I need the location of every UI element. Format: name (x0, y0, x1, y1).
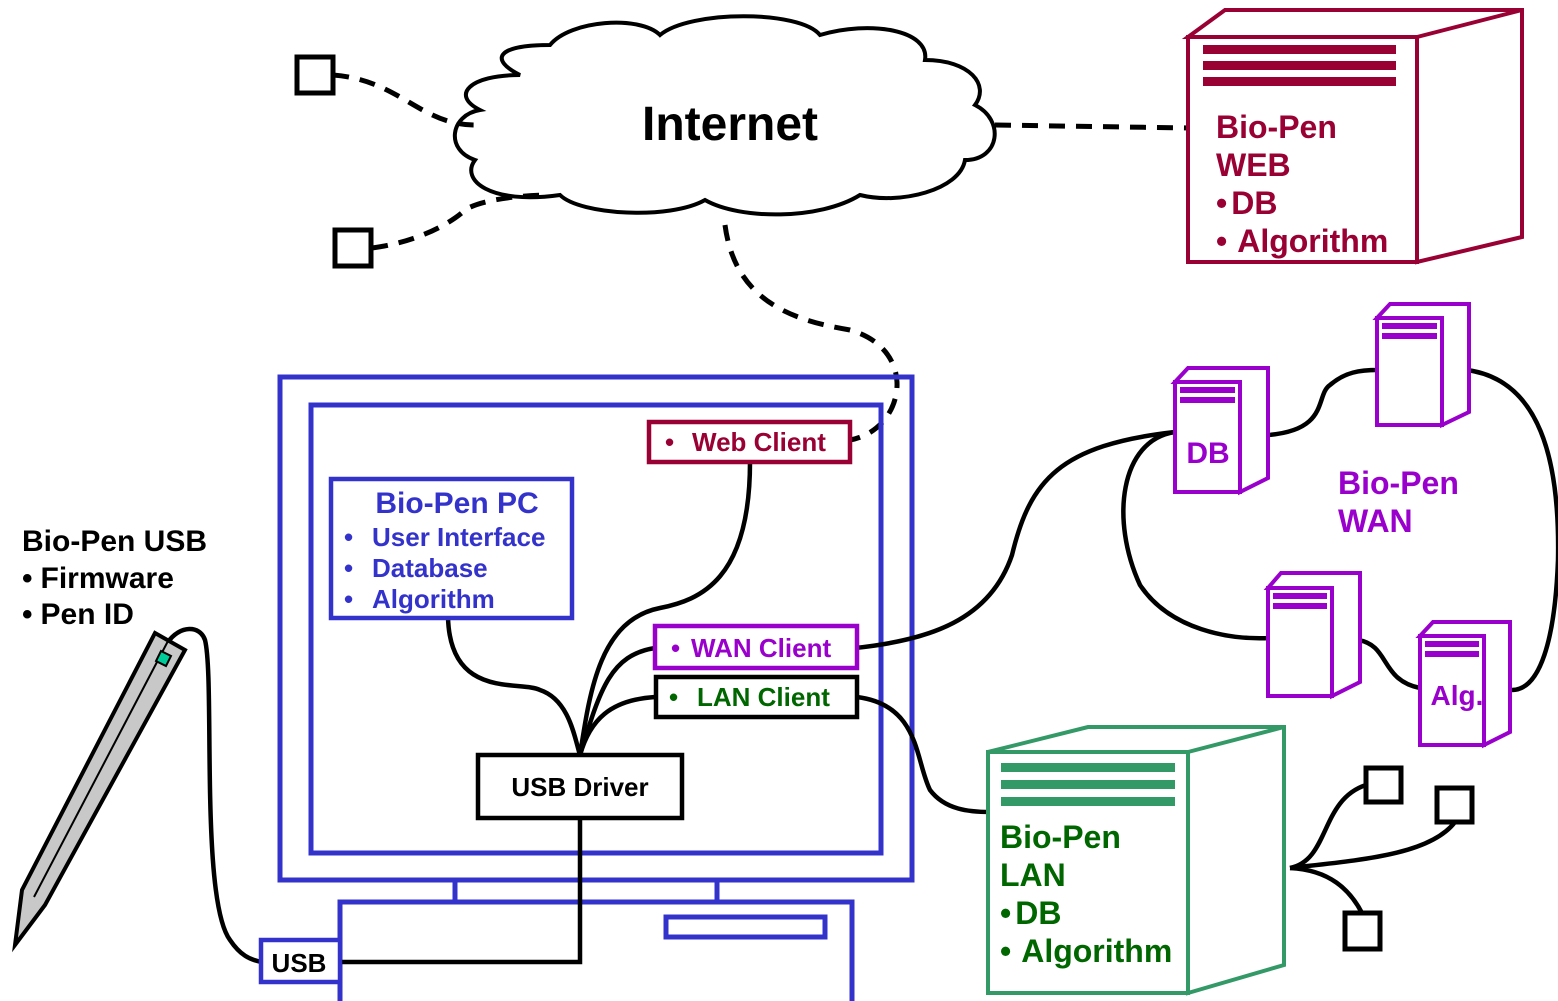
pc-monitor (277, 374, 915, 1001)
usb-device-item: •Firmware (22, 562, 174, 595)
wire-lan-terminal-1 (1289, 782, 1367, 871)
wire-pc-to-driver (445, 616, 583, 756)
lan-server-text: Bio-Pen LAN •DB •Algorithm (1000, 819, 1172, 969)
internet-link-terminal-1 (332, 72, 476, 128)
wan-client-label: •WAN Client (671, 633, 831, 663)
lan-client-label: •LAN Client (669, 682, 830, 712)
wan-text: DB Alg. Bio-Pen WAN (1186, 437, 1483, 711)
usb-device-title: Bio-Pen USB (22, 525, 207, 558)
wan-server-2 (1372, 302, 1471, 429)
web-server (1181, 8, 1524, 265)
wires (166, 367, 1558, 965)
web-server-item: •Algorithm (1216, 223, 1388, 259)
usb-driver-label: USB Driver (511, 772, 648, 802)
pc-app-item: •Algorithm (344, 584, 495, 614)
usb-port-box: USB (258, 937, 343, 985)
pc-app-item: •Database (344, 553, 488, 583)
lan-server-front (986, 750, 1190, 995)
wire-wan-server3-to-alg (1357, 637, 1421, 691)
wire-pen-cable (166, 626, 263, 965)
wan-title: Bio-Pen (1338, 465, 1459, 501)
pc-drive-slot (663, 914, 828, 940)
lan-client-box: •LAN Client (653, 674, 860, 720)
usb-device-item: •Pen ID (22, 598, 134, 631)
internet-link-terminal-2 (371, 192, 551, 251)
terminal-icon (1434, 785, 1475, 825)
lan-server-title: Bio-Pen (1000, 819, 1121, 855)
lan-server-item: •Algorithm (1000, 933, 1172, 969)
pen-icon (12, 630, 188, 953)
web-server-text: Bio-Pen WEB •DB •Algorithm (1216, 109, 1388, 259)
usb-port-label: USB (272, 948, 327, 978)
wan-db-server (1170, 366, 1270, 496)
lan-server (986, 725, 1286, 996)
wire-lan-client-to-lan (856, 694, 991, 815)
pc-app-box (328, 476, 575, 621)
lan-server-item: •DB (1000, 895, 1061, 931)
usb-device-text: Bio-Pen USB •Firmware •Pen ID (22, 525, 207, 631)
wan-db-label: DB (1186, 437, 1229, 470)
web-server-title: Bio-Pen (1216, 109, 1337, 145)
monitor-neck (452, 877, 720, 905)
pc-app-title: Bio-Pen PC (375, 487, 538, 520)
usb-driver-box: USB Driver (475, 752, 685, 821)
internet-links (332, 72, 1191, 443)
wire-lan-client-to-driver (577, 694, 656, 756)
internet-link-web-client (722, 224, 900, 443)
terminal-icon (332, 227, 374, 269)
lan-server-subtitle: LAN (1000, 857, 1066, 893)
internet-link-web-server (994, 122, 1191, 131)
wire-lan-terminal-2 (1289, 820, 1457, 871)
pc-app-item: •User Interface (344, 522, 545, 552)
wire-wan-db-to-server3 (1121, 429, 1271, 641)
web-client-box: •Web Client (646, 419, 853, 465)
wan-server-3 (1263, 571, 1362, 700)
pc-app-text: Bio-Pen PC •User Interface •Database •Al… (344, 487, 545, 614)
web-client-label: •Web Client (665, 427, 826, 457)
monitor-screen (308, 402, 884, 856)
cloud-label: Internet (642, 98, 818, 151)
wan-client-box: •WAN Client (652, 623, 860, 671)
web-server-subtitle: WEB (1216, 147, 1291, 183)
web-server-front (1186, 35, 1419, 264)
wire-web-client-to-driver (577, 461, 753, 756)
wire-wan-client-to-wan (854, 429, 1176, 651)
internet-cloud: Internet (453, 14, 997, 217)
cloud-shape (453, 14, 997, 217)
wire-wan-db-to-server2 (1267, 367, 1379, 438)
wire-lan-terminal-3 (1289, 865, 1364, 915)
web-server-item: •DB (1216, 185, 1277, 221)
wan-alg-server (1415, 620, 1512, 749)
wan-servers (1170, 302, 1512, 749)
wire-driver-to-usb (340, 818, 583, 965)
terminal-icon (294, 54, 336, 96)
wan-subtitle: WAN (1338, 503, 1413, 539)
wan-alg-label: Alg. (1431, 680, 1484, 711)
terminal-icon (1342, 910, 1383, 952)
terminal-icon (1363, 765, 1404, 805)
wire-wan-server2-to-alg (1466, 367, 1558, 693)
pen-indicator-icon (154, 649, 173, 668)
